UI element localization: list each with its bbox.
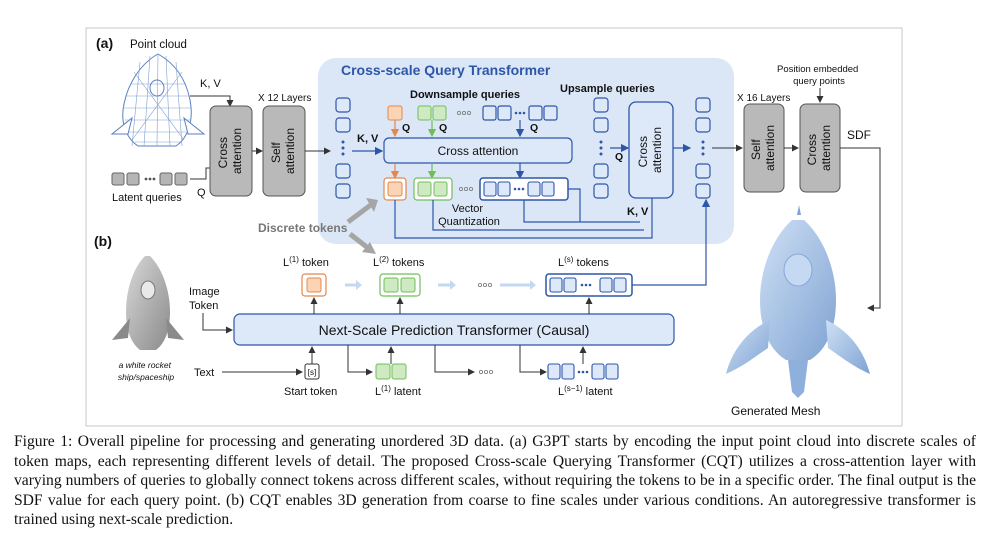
figure-caption: Figure 1: Overall pipeline for processin… xyxy=(14,433,976,529)
discrete-tokens-label: Discrete tokens xyxy=(258,221,348,235)
kv-mid-label: K, V xyxy=(357,133,379,145)
panel-a-label: (a) xyxy=(96,35,113,51)
ellipsis-dots-2 xyxy=(458,186,473,191)
vector-quantization-label: Vector Quantization xyxy=(438,203,500,228)
l1-latent-label: L(1) latent xyxy=(375,384,421,398)
q-orange: Q xyxy=(402,122,410,134)
l2-tokens-label: L(2) tokens xyxy=(373,255,425,269)
downsample-queries-label: Downsample queries xyxy=(410,89,520,101)
l1-latent-from-transformer xyxy=(347,345,373,376)
point-cloud-label: Point cloud xyxy=(130,39,187,51)
discrete-arrow-down xyxy=(348,232,370,250)
ls-to-cqt-arrow xyxy=(632,198,711,286)
generated-mesh-icon xyxy=(726,205,870,398)
start-token-label: Start token xyxy=(284,386,337,398)
cross-attention-block-2-label: Cross attention xyxy=(805,125,833,171)
ls1-latent-box xyxy=(547,363,619,380)
start-symbol: [s] xyxy=(308,368,316,377)
ls1-latent-from-transformer xyxy=(519,345,547,376)
self-attention-block-1-label: Self attention xyxy=(269,128,297,174)
generated-mesh-label: Generated Mesh xyxy=(731,404,820,418)
upsample-queries-label: Upsample queries xyxy=(560,83,655,95)
l1-token-label: L(1) token xyxy=(283,255,329,269)
point-cloud-icon xyxy=(110,53,206,147)
q-input-label: Q xyxy=(197,187,206,199)
latent-queries-label: Latent queries xyxy=(112,192,182,204)
sdf-label: SDF xyxy=(847,128,871,142)
ls1-latent-label: L(s−1) latent xyxy=(558,384,613,398)
rocket-caption: a white rocket ship/spaceship xyxy=(118,360,175,382)
downsample-query-orange xyxy=(387,105,403,121)
q-green: Q xyxy=(439,122,447,134)
x12-label: X 12 Layers xyxy=(258,93,311,104)
q-blue: Q xyxy=(530,122,538,134)
downsample-query-green-1 xyxy=(417,105,432,121)
kv-input-label: K, V xyxy=(200,78,221,90)
ellipsis-dots-4 xyxy=(478,369,493,374)
kv-up-label: K, V xyxy=(627,206,649,218)
panel-b-label: (b) xyxy=(94,233,112,249)
image-token-label: Image Token xyxy=(189,286,223,312)
nsp-transformer-label: Next-Scale Prediction Transformer (Causa… xyxy=(319,322,590,338)
l1-latent-box xyxy=(375,363,391,380)
discrete-arrow-up xyxy=(346,202,374,224)
position-embedded-label: Position embedded query points xyxy=(777,64,861,87)
ellipsis-dots-1 xyxy=(456,111,471,116)
latent-queries-tokens xyxy=(111,172,188,186)
cross-attention-mid-label: Cross attention xyxy=(438,144,519,158)
self-attention-block-2-label: Self attention xyxy=(749,125,777,171)
cross-attention-mid-block xyxy=(383,137,573,164)
image-rocket-icon xyxy=(112,256,184,350)
cross-attention-block-1-label: Cross attention xyxy=(216,128,244,174)
kv-connection-lines xyxy=(394,188,653,239)
downsample-query-blue-group xyxy=(482,105,558,121)
nsp-transformer-block xyxy=(233,313,675,346)
cross-attention-up-label: Cross attention xyxy=(636,127,664,173)
figure-frame xyxy=(85,27,903,427)
ellipsis-dots-3 xyxy=(477,282,492,287)
kv-arrow xyxy=(190,95,234,107)
ls-tokens-label: L(s) tokens xyxy=(558,255,609,269)
output-token-column xyxy=(695,97,711,199)
upsample-query-column xyxy=(593,97,609,199)
downsample-query-green-2 xyxy=(432,105,447,121)
sdf-arrow xyxy=(840,147,881,312)
q-up-label: Q xyxy=(615,151,623,163)
cqt-title: Cross-scale Query Transformer xyxy=(341,62,551,78)
x16-label: X 16 Layers xyxy=(737,93,790,104)
q-arrow xyxy=(190,167,210,180)
text-label: Text xyxy=(194,367,214,379)
cross-attention-up-block xyxy=(628,101,674,199)
encoder-token-column xyxy=(335,97,351,199)
